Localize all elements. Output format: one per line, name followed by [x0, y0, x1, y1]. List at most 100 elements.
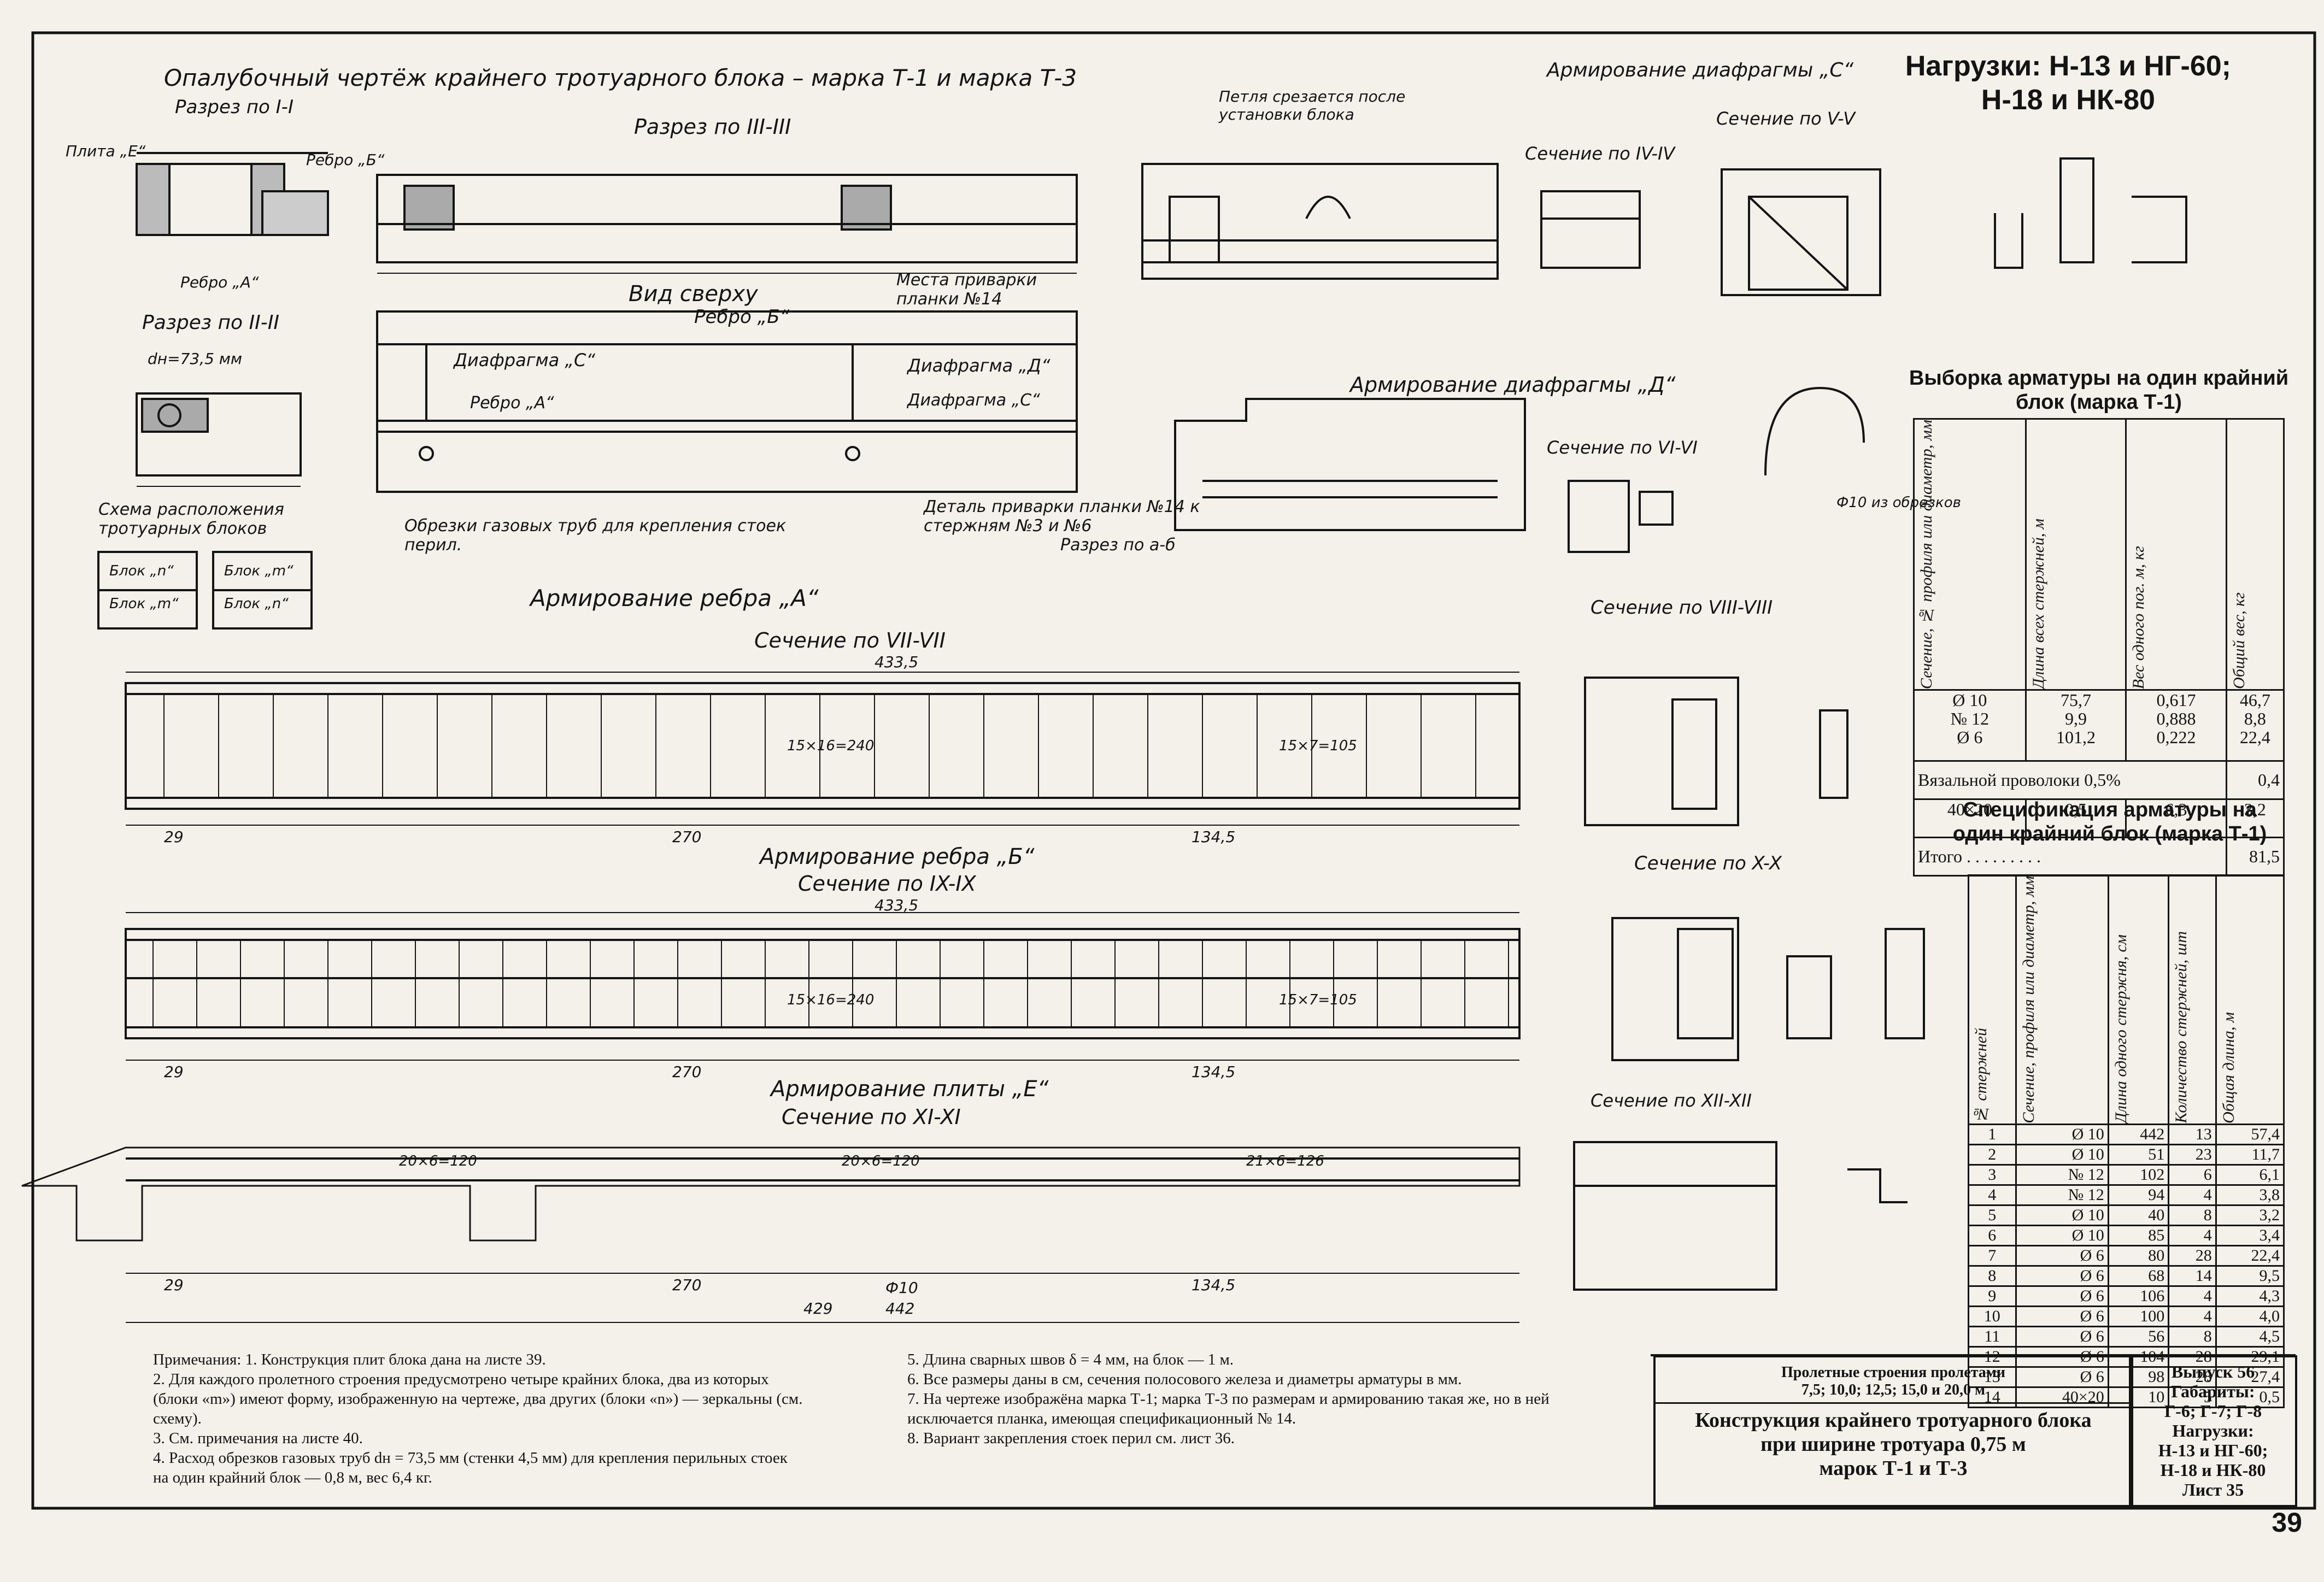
table-cell: 8: [2168, 1325, 2217, 1348]
table-cell: 57,4: [2215, 1123, 2285, 1145]
label-dn: dн=73,5 мм: [148, 350, 243, 368]
table2-rebar-specification: № стержней Сечение, профиля или диаметр,…: [1968, 874, 2285, 1408]
diaphragm-c-title: Армирование диафрагмы „С“: [1547, 59, 1854, 81]
rib-b-rebar-drawing: [125, 912, 1521, 1061]
table-cell: 102: [2107, 1163, 2170, 1186]
table-cell: 1: [1968, 1123, 2017, 1145]
pipe-note: Обрезки газовых труб для крепления стоек…: [404, 516, 787, 555]
table-cell: 22,4: [2215, 1244, 2285, 1267]
table-cell: 2: [1968, 1143, 2017, 1166]
title-loads-2: Н-18 и НК-80: [2160, 1460, 2266, 1480]
page-number: 39: [2272, 1507, 2302, 1538]
title-main-2: при ширине тротуара 0,75 м: [1760, 1433, 2026, 1456]
table-cell: 10: [1968, 1305, 2017, 1327]
label-diaphragm-c: Диафрагма „С“: [454, 350, 595, 370]
block-scheme-title: Схема расположения тротуарных блоков: [98, 500, 284, 538]
table-cell: 3,8: [2215, 1184, 2285, 1206]
rib-b-title: Армирование ребра „Б“: [760, 844, 1035, 869]
header-loads: Нагрузки: Н-13 и НГ-60; Н-18 и НК-80: [1905, 49, 2231, 117]
table-cell: 5: [2168, 1386, 2217, 1408]
table-cell: 0,5: [2215, 1386, 2285, 1408]
label-rib-a-top: Ребро „А“: [470, 393, 554, 413]
section-iv-iv-drawing: [1540, 190, 1641, 269]
table-cell: 3: [1968, 1163, 2017, 1186]
label-rib-b: Ребро „Б“: [306, 151, 385, 169]
spacing-a1: 15×16=240: [787, 738, 875, 754]
label-slab-e: Плита „Е“: [66, 142, 146, 160]
table-cell: 6: [1968, 1224, 2017, 1246]
spacing-e1: 20×6=120: [399, 1153, 477, 1169]
label-rib-a: Ребро „А“: [180, 273, 259, 291]
table-cell: Ø 10: [2015, 1123, 2109, 1145]
label-rib-b-top: Ребро „Б“: [694, 306, 790, 328]
table1-title: Выборка арматуры на один крайний блок (м…: [1909, 367, 2289, 414]
table-cell: 3,4: [2215, 1224, 2285, 1246]
table-cell: 14: [2168, 1265, 2217, 1287]
table-cell: 80: [2107, 1244, 2170, 1267]
dim-270-b: 270: [672, 1063, 702, 1081]
table-cell: № 12: [2015, 1163, 2109, 1186]
section-v-title: Сечение по V-V: [1716, 108, 1856, 129]
table-cell: 4: [2168, 1305, 2217, 1327]
table1-header-unit-weight: Вес одного пог. м, кг: [2125, 417, 2227, 691]
section-x-x-drawing: [1611, 917, 1925, 1061]
table-row-total: Итого . . . . . . . . . 81,5: [1913, 837, 2285, 877]
section-xi-title: Сечение по XI-XI: [782, 1105, 961, 1129]
table1-rebar-summary: Сечение, № профиля или диаметр, мм Длина…: [1913, 417, 2285, 877]
notes-column-1: Примечания: 1. Конструкция плит блока да…: [153, 1350, 803, 1487]
table-cell: 6: [2168, 1163, 2217, 1186]
spacing-e3: 21×6=126: [1246, 1153, 1324, 1169]
loop-detail-drawing: [1764, 386, 1865, 476]
table-row: Ø 10 № 12 Ø 6 75,7 9,9 101,2 0,617 0,888…: [1913, 689, 2285, 762]
section-ix-title: Сечение по IX-IX: [798, 872, 976, 896]
section-a5-title: Разрез по а-б: [1060, 536, 1176, 555]
bar-1-length: 442: [885, 1299, 915, 1318]
note-1: Примечания: 1. Конструкция плит блока да…: [153, 1351, 546, 1368]
table-cell: 11,7: [2215, 1143, 2285, 1166]
sheet-frame: [31, 31, 2316, 1510]
note-8: 8. Вариант закрепления стоек перил см. л…: [907, 1430, 1235, 1447]
table1-header-total-weight: Общий вес, кг: [2225, 417, 2285, 691]
section-xii-title: Сечение по XII-XII: [1591, 1090, 1752, 1111]
label-diaphragm-d: Диафрагма „Д“: [907, 355, 1051, 376]
table-cell: 9,5: [2215, 1265, 2285, 1287]
table-cell: 4,0: [2215, 1305, 2285, 1327]
table-cell: 94: [2107, 1184, 2170, 1206]
note-5: 5. Длина сварных швов δ = 4 мм, на блок …: [907, 1351, 1234, 1368]
table-row-plate: 40×20 0,5 6,3 3,2: [1913, 798, 2285, 839]
label-diaphragm-c-right: Диафрагма „С“: [907, 391, 1040, 410]
slab-e-rebar-drawing: [21, 1146, 1521, 1323]
section-iii-title: Разрез по III-III: [634, 115, 791, 139]
section-v-v-drawing: [1721, 168, 1881, 296]
section-viii-viii-drawing: [1584, 677, 1848, 826]
label-block-n-1: Блок „n“: [109, 563, 174, 579]
title-gabarity: Габариты:: [2171, 1381, 2255, 1401]
table-row-wire: Вязальной проволоки 0,5% 0,4: [1913, 760, 2285, 801]
table-cell: Ø 6: [2015, 1244, 2109, 1267]
table-cell: № 12: [2015, 1184, 2109, 1206]
table-cell: Ø 6: [2015, 1265, 2109, 1287]
table-cell: 40: [2107, 1204, 2170, 1226]
dim-433-b: 433,5: [875, 896, 919, 914]
table-cell: 3,2: [2215, 1204, 2285, 1226]
dim-134-a: 134,5: [1192, 828, 1236, 846]
title-block-main: Пролетные строения пролетами 7,5; 10,0; …: [1653, 1355, 2133, 1507]
bar-1-length-2: 429: [803, 1299, 833, 1318]
table-cell: Ø 10: [2015, 1204, 2109, 1226]
table-cell: 106: [2107, 1285, 2170, 1307]
header-loads-line2: Н-18 и НК-80: [1981, 84, 2155, 116]
table-cell: Ø 6: [2015, 1285, 2109, 1307]
label-block-m-1: Блок „m“: [109, 596, 179, 612]
table-cell: 28: [2168, 1244, 2217, 1267]
bar-shapes-top-right: [1994, 157, 2187, 269]
table-cell: 27,4: [2215, 1366, 2285, 1388]
